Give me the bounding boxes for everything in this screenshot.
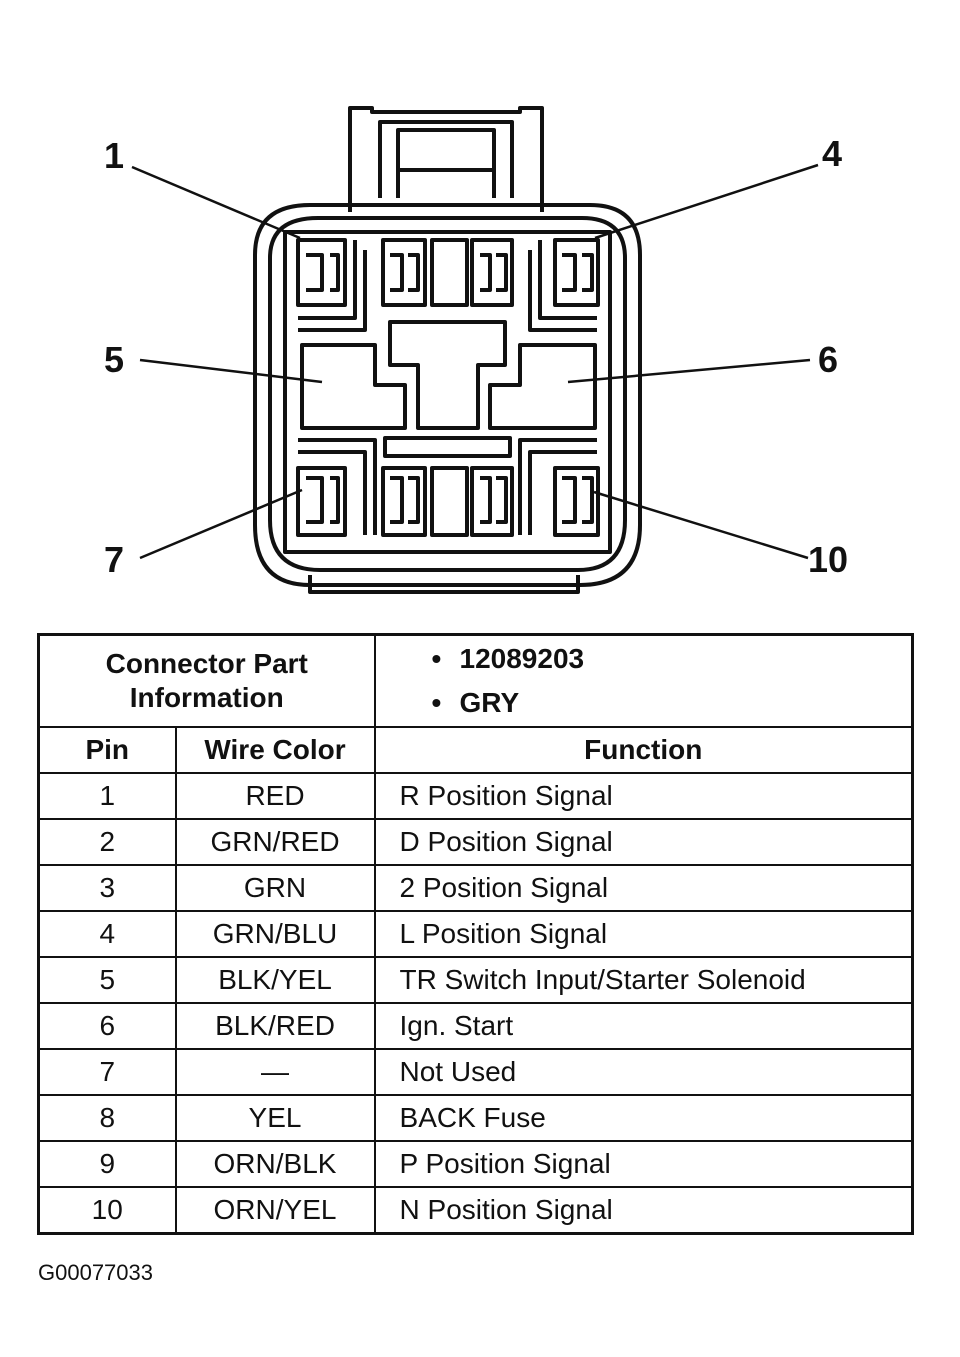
function-cell: N Position Signal bbox=[373, 1186, 914, 1235]
connector-pinout-table: Connector Part Information • 12089203 • GR… bbox=[37, 633, 914, 1235]
pin-cell: 5 bbox=[37, 956, 177, 1004]
wire-color-cell: ORN/YEL bbox=[174, 1186, 376, 1235]
leader-line-1 bbox=[131, 165, 301, 240]
callout-pin-4: 4 bbox=[822, 133, 842, 174]
callout-pin-7: 7 bbox=[104, 539, 124, 580]
function-cell: 2 Position Signal bbox=[373, 864, 914, 912]
wire-color-header: Wire Color bbox=[174, 726, 376, 774]
connector-housing-outer bbox=[253, 203, 642, 587]
pin-cell: 4 bbox=[37, 910, 177, 958]
part-color-value: GRY bbox=[459, 687, 520, 718]
figure-code: G00077033 bbox=[38, 1260, 153, 1285]
function-cell: D Position Signal bbox=[373, 818, 914, 866]
wire-color-cell: GRN/RED bbox=[174, 818, 376, 866]
wire-color-cell: — bbox=[174, 1048, 376, 1096]
middle-terminal-row bbox=[300, 320, 597, 430]
function-cell: L Position Signal bbox=[373, 910, 914, 958]
wire-color-cell: BLK/RED bbox=[174, 1002, 376, 1050]
leader-line-10 bbox=[593, 490, 809, 560]
pin-cell: 9 bbox=[37, 1140, 177, 1188]
callout-pin-6: 6 bbox=[818, 339, 838, 380]
bottom-ridge bbox=[308, 575, 580, 594]
part-info-row: Connector Part Information • 12089203 • GR… bbox=[37, 633, 914, 728]
pin-cell: 6 bbox=[37, 1002, 177, 1050]
function-cell: BACK Fuse bbox=[373, 1094, 914, 1142]
pin-cell: 8 bbox=[37, 1094, 177, 1142]
part-number-value: 12089203 bbox=[459, 643, 585, 674]
top-terminal-row bbox=[296, 238, 600, 307]
table-row: 7—Not Used bbox=[37, 1048, 914, 1096]
wire-color-cell: ORN/BLK bbox=[174, 1140, 376, 1188]
part-number: • 12089203 bbox=[432, 637, 911, 681]
terminal-frame bbox=[283, 230, 612, 554]
wire-color-cell: YEL bbox=[174, 1094, 376, 1142]
locking-tab bbox=[348, 106, 544, 212]
function-cell: Not Used bbox=[373, 1048, 914, 1096]
wire-color-cell: RED bbox=[174, 772, 376, 820]
pin-cell: 2 bbox=[37, 818, 177, 866]
column-header-row: Pin Wire Color Function bbox=[37, 726, 914, 774]
pin-cell: 3 bbox=[37, 864, 177, 912]
function-header: Function bbox=[373, 726, 914, 774]
part-info-values: • 12089203 • GRY bbox=[373, 633, 914, 728]
bottom-terminal-row bbox=[296, 466, 600, 537]
function-cell: Ign. Start bbox=[373, 1002, 914, 1050]
leader-line-5 bbox=[139, 358, 323, 384]
function-cell: TR Switch Input/Starter Solenoid bbox=[373, 956, 914, 1004]
wire-color-cell: GRN/BLU bbox=[174, 910, 376, 958]
pin-cell: 1 bbox=[37, 772, 177, 820]
function-cell: R Position Signal bbox=[373, 772, 914, 820]
connector-diagram: 1 4 5 6 7 10 bbox=[104, 106, 848, 594]
pin-cell: 7 bbox=[37, 1048, 177, 1096]
part-color: • GRY bbox=[432, 681, 911, 725]
pin-header: Pin bbox=[37, 726, 177, 774]
wire-color-cell: GRN bbox=[174, 864, 376, 912]
callout-pin-10: 10 bbox=[808, 539, 848, 580]
bullet-icon: • bbox=[431, 687, 442, 718]
pin-cell: 10 bbox=[37, 1186, 177, 1235]
leader-line-7 bbox=[139, 488, 303, 560]
part-info-label: Connector Part Information bbox=[37, 633, 376, 728]
function-cell: P Position Signal bbox=[373, 1140, 914, 1188]
wire-color-cell: BLK/YEL bbox=[174, 956, 376, 1004]
bullet-icon: • bbox=[431, 643, 442, 674]
connector-housing-inner bbox=[268, 216, 627, 572]
leader-line-6 bbox=[567, 358, 811, 384]
leader-line-4 bbox=[594, 163, 819, 240]
callout-pin-1: 1 bbox=[104, 135, 124, 176]
callout-pin-5: 5 bbox=[104, 339, 124, 380]
